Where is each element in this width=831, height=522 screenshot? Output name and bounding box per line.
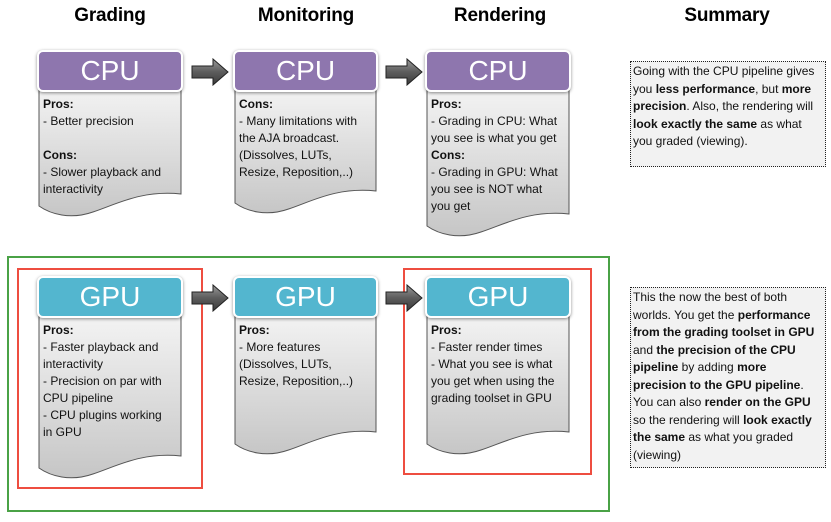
document-body-shape bbox=[234, 79, 377, 214]
list-item-line: - Faster render times bbox=[431, 340, 543, 354]
list-item-line: you get when using the bbox=[431, 374, 555, 388]
list-item-line: grading toolset in GPU bbox=[431, 391, 552, 405]
summary-text: . You can also bbox=[633, 377, 804, 410]
list-item-line: - Grading in CPU: What bbox=[431, 114, 558, 128]
cpu-rendering-card: CPU Pros: - Grading in CPU: What you see is… bbox=[425, 50, 571, 238]
gpu-summary-box: This the now the best of both worlds. Yo… bbox=[630, 287, 826, 468]
column-title-summary: Summary bbox=[684, 5, 770, 26]
processor-label-header: CPU bbox=[233, 50, 378, 92]
summary-text: by adding bbox=[678, 360, 738, 374]
pros-heading: Pros: bbox=[431, 323, 462, 337]
summary-text: and bbox=[633, 342, 657, 357]
pros-heading: Pros: bbox=[239, 323, 270, 337]
emphasis-text: performance from the grading toolset in … bbox=[633, 307, 815, 340]
list-item-line: - Precision on par with bbox=[43, 374, 162, 388]
list-item-line: - Slower playback and bbox=[43, 165, 162, 179]
gpu-pipeline-highlight-frame bbox=[7, 256, 610, 512]
emphasis-text: less performance bbox=[655, 81, 756, 96]
summary-text: This the now the best of both worlds. Yo… bbox=[633, 290, 788, 322]
pros-cons-text: Cons: - Many limitations with the AJA broa… bbox=[239, 96, 357, 181]
list-item-line: - What you see is what bbox=[431, 357, 553, 371]
list-item-line: - Many limitations with bbox=[239, 114, 358, 128]
summary-text: Going with the CPU pipeline gives you bbox=[633, 64, 815, 96]
list-item-line: - CPU plugins working bbox=[43, 408, 162, 422]
summary-text: . Also, the rendering will bbox=[686, 99, 814, 113]
emphasis-text: look exactly the same bbox=[633, 412, 812, 445]
summary-text: as what you graded (viewing). bbox=[633, 116, 802, 149]
emphasis-text: the precision of the CPU pipeline bbox=[633, 342, 796, 375]
pros-cons-text: Pros: - Faster render times - What you see… bbox=[431, 322, 554, 407]
processor-label-header: GPU bbox=[37, 276, 183, 318]
list-item-line: - Grading in GPU: What bbox=[431, 165, 558, 179]
list-item-line: - Better precision bbox=[43, 114, 134, 128]
processor-label-header: CPU bbox=[425, 50, 571, 92]
gpu-monitoring-card: GPU Pros: - More features (Dissolves, LUTs,… bbox=[233, 276, 378, 456]
pros-cons-text: Pros: - Grading in CPU: What you see is wh… bbox=[431, 96, 558, 215]
cons-heading: Cons: bbox=[239, 97, 273, 111]
arrow-right-icon bbox=[385, 58, 423, 86]
processor-label-header: GPU bbox=[425, 276, 571, 318]
column-title-grading: Grading bbox=[74, 5, 146, 26]
list-item-line: Resize, Reposition,..) bbox=[239, 165, 354, 179]
summary-text: , but bbox=[755, 81, 782, 96]
document-body-shape bbox=[38, 305, 182, 479]
gpu-grading-card: GPU Pros: - Faster playback and interactivi… bbox=[37, 276, 183, 480]
processor-label-header: GPU bbox=[233, 276, 378, 318]
list-item-line: in GPU bbox=[43, 425, 82, 439]
gpu-rendering-card: GPU Pros: - Faster render times - What you … bbox=[425, 276, 571, 456]
list-item-line: - Faster playback and bbox=[43, 340, 159, 354]
document-body-shape bbox=[234, 305, 377, 455]
emphasis-text: more precision bbox=[633, 81, 812, 114]
list-item-line: (Dissolves, LUTs, bbox=[239, 357, 332, 371]
list-item-line: interactivity bbox=[43, 357, 104, 371]
arrow-right-icon bbox=[191, 58, 229, 86]
pros-heading: Pros: bbox=[431, 97, 462, 111]
arrow-right-icon bbox=[385, 284, 423, 312]
summary-text: as what you graded (viewing) bbox=[633, 430, 794, 462]
list-item-line: you see is what you get bbox=[431, 131, 557, 145]
pros-cons-text: Pros: - More features (Dissolves, LUTs, Res… bbox=[239, 322, 353, 390]
pros-heading: Pros: bbox=[43, 97, 74, 111]
emphasis-text: render on the GPU bbox=[704, 395, 811, 409]
summary-text: so the rendering will bbox=[633, 412, 744, 427]
document-body-shape bbox=[426, 79, 570, 237]
list-item-line: you see is NOT what bbox=[431, 182, 543, 196]
cons-heading: Cons: bbox=[43, 148, 77, 162]
pros-heading: Pros: bbox=[43, 323, 74, 337]
column-title-monitoring: Monitoring bbox=[257, 5, 355, 26]
cpu-summary-box: Going with the CPU pipeline gives you le… bbox=[630, 61, 826, 167]
pros-cons-text: Pros: - Faster playback and interactivity -… bbox=[43, 322, 162, 441]
grading-highlight-frame bbox=[17, 268, 203, 489]
list-item-line: CPU pipeline bbox=[43, 391, 114, 405]
list-item-line: you get bbox=[431, 199, 471, 213]
list-item-line: (Dissolves, LUTs, bbox=[239, 148, 332, 162]
cons-heading: Cons: bbox=[431, 148, 465, 162]
document-body-shape bbox=[38, 79, 182, 217]
emphasis-text: look exactly the same bbox=[633, 116, 758, 131]
list-item-line: - More features bbox=[239, 340, 321, 354]
list-item-line: Resize, Reposition,..) bbox=[239, 374, 354, 388]
emphasis-text: more precision to the GPU pipeline bbox=[633, 360, 801, 392]
processor-label-header: CPU bbox=[37, 50, 183, 92]
document-body-shape bbox=[426, 305, 570, 455]
cpu-monitoring-card: CPU Cons: - Many limitations with the AJA b… bbox=[233, 50, 378, 215]
list-item-line: the AJA broadcast. bbox=[239, 131, 340, 145]
list-item-line: interactivity bbox=[43, 182, 104, 196]
rendering-highlight-frame bbox=[403, 268, 592, 475]
column-title-rendering: Rendering bbox=[453, 5, 547, 26]
arrow-right-icon bbox=[191, 284, 229, 312]
